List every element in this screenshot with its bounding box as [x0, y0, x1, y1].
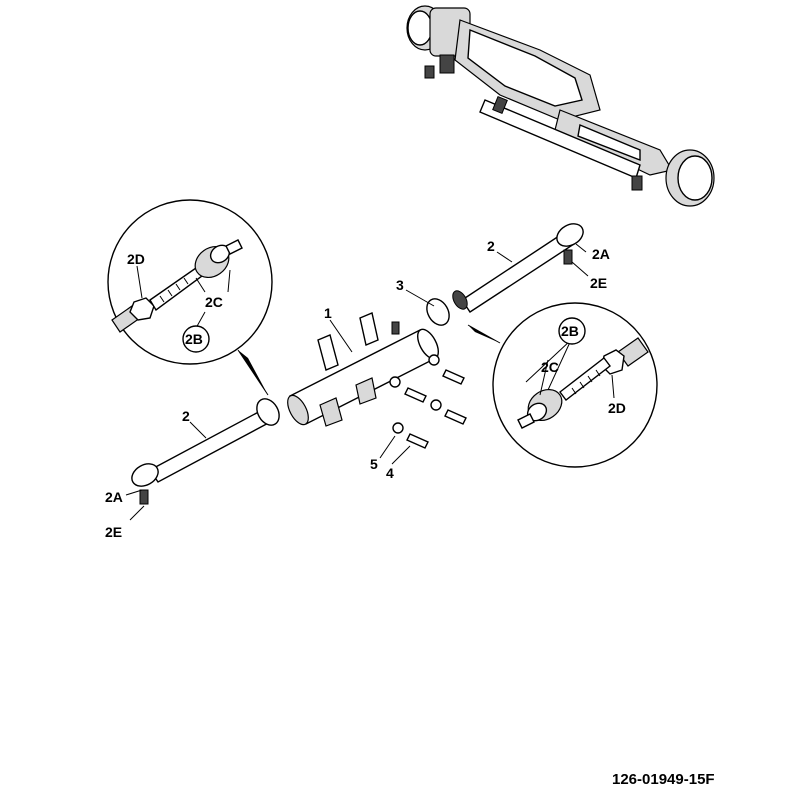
callout-2e-left: 2E: [105, 524, 122, 540]
bolt: [406, 433, 429, 449]
label-2b-right: 2B: [561, 323, 579, 339]
washer: [392, 422, 404, 434]
label-2d-right: 2D: [608, 400, 626, 416]
lock-nut-2d: [129, 297, 155, 321]
label-2b-left: 2B: [185, 331, 203, 347]
callout-2-right: 2: [487, 238, 495, 254]
ball-pin-right: [563, 249, 573, 265]
fasteners: [389, 354, 467, 449]
callout-bubble-2b: [182, 325, 210, 353]
label-2c-right: 2C: [541, 359, 559, 375]
ball-pin-left: [139, 489, 149, 505]
callout-4: 4: [386, 465, 394, 481]
callout-3: 3: [396, 277, 404, 293]
bellows: [426, 298, 450, 326]
callout-2a-left: 2A: [105, 489, 123, 505]
callout-2a-right: 2A: [592, 246, 610, 262]
drawing-reference: 126-01949-15F: [612, 771, 715, 788]
axle-overview-illustration: [406, 5, 715, 207]
label-2c-left: 2C: [205, 294, 223, 310]
steering-assembly: [125, 223, 589, 521]
detail-circle-left: 2D 2C 2B: [107, 199, 273, 396]
callout-2e-right: 2E: [590, 275, 607, 291]
callout-5: 5: [370, 456, 378, 472]
callout-2-left: 2: [182, 408, 190, 424]
label-2d-left: 2D: [127, 251, 145, 267]
tie-rod-left: [148, 407, 276, 483]
detail-circle-right: 2B 2C 2D: [467, 302, 658, 468]
steering-cylinder: [289, 329, 437, 425]
callout-1: 1: [324, 305, 332, 321]
tie-rod-right: [461, 231, 576, 313]
